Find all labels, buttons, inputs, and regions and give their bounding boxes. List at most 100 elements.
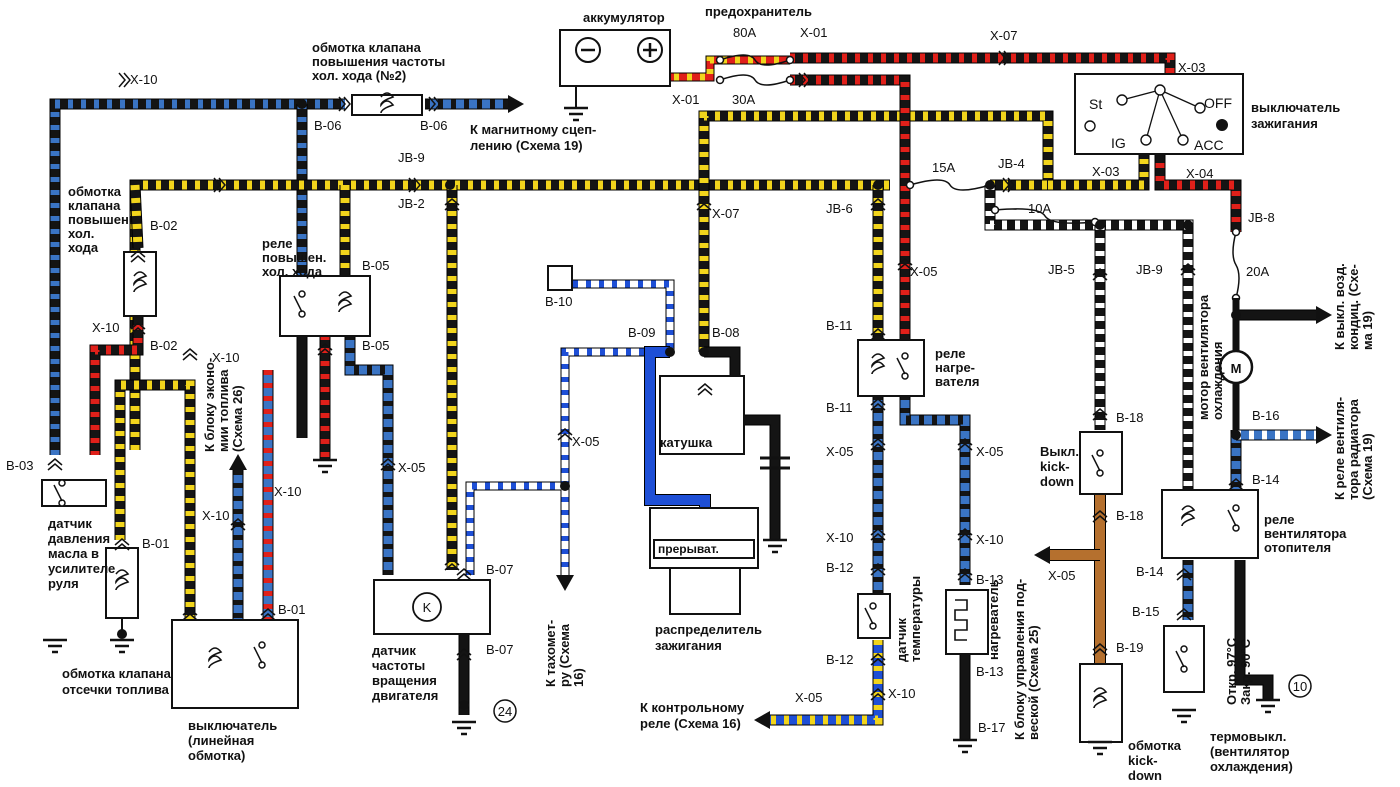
temp-sensor-switch-icon [864, 602, 877, 630]
junction-node [459, 700, 469, 710]
label-idle-relay-line-3: хол. хода [262, 264, 323, 279]
connector-label-b05: B-05 [362, 338, 389, 353]
to-rad-fan-arrow-icon [1316, 426, 1332, 444]
connector-tick-18 [870, 653, 886, 666]
label-fuse: предохранитель [705, 4, 812, 19]
connector-label-b18: B-18 [1116, 410, 1143, 425]
label-heater-fan-relay-line-2: вентилятора [1264, 526, 1347, 541]
wire-b10 [560, 279, 675, 352]
label-idle-relay-line-2: повышен. [262, 250, 326, 265]
fuse-10a-icon [990, 205, 1100, 227]
label-rpm-sensor-line-4: двигателя [372, 688, 438, 703]
connector-label-jb4: JB-4 [998, 156, 1025, 171]
thermo-switch-box [1163, 625, 1205, 693]
b10-box [547, 265, 573, 291]
junction-node [985, 180, 995, 190]
connector-label-x10: X-10 [130, 72, 157, 87]
label-switch-linear-line-2: (линейная [188, 733, 254, 748]
connector-tick-1 [47, 458, 63, 471]
connector-label-x03: X-03 [1178, 60, 1205, 75]
fuel-cut-box [105, 547, 139, 619]
label-fuse-80a: 80A [733, 25, 756, 40]
label-thermo-line-2: (вентилятор [1210, 744, 1290, 759]
oil-sensor-switch-icon [53, 479, 66, 507]
connector-mark-7 [798, 72, 811, 88]
to-ac-arrow-icon [1316, 306, 1332, 324]
label-idle-valve-line-4: хол. [68, 226, 94, 241]
fuel-cut-coil-icon [115, 569, 130, 591]
connector-tick-28 [1180, 263, 1196, 276]
fuse-20a-icon [1231, 227, 1241, 303]
connector-tick-25 [1092, 408, 1108, 421]
thermo-ground-icon [1172, 708, 1196, 724]
idle-valve-coil-icon [133, 271, 148, 293]
connector-label-x05: X-05 [795, 690, 822, 705]
junction-node [665, 347, 675, 357]
heater-relay-coil-icon [871, 353, 886, 375]
coil-ground-icon [763, 538, 787, 554]
connector-label-x10: X-10 [888, 686, 915, 701]
connector-label-b02: B-02 [150, 338, 177, 353]
connector-label-x01: X-01 [800, 25, 827, 40]
connector-tick-10 [696, 198, 712, 211]
connector-label-jb8: JB-8 [1248, 210, 1275, 225]
connector-label-jb9: JB-9 [1136, 262, 1163, 277]
label-heater: нагреватель [986, 579, 1001, 660]
label-kickdown-coil-line-1: обмотка [1128, 738, 1182, 753]
label-rpm-sensor-line-2: частоты [372, 658, 425, 673]
label-oil-sensor-line-4: усилителе [48, 561, 115, 576]
connector-tick-17 [870, 563, 886, 576]
label-fan-motor-line-2: охлаждения [1210, 342, 1225, 420]
connector-label-b09: B-09 [628, 325, 655, 340]
label-to-clutch-line-2: лению (Схема 19) [470, 138, 583, 153]
connector-label-b10: B-10 [545, 294, 572, 309]
label-temp-sensor-line-1: датчик [894, 618, 909, 662]
to-economy-arrow-icon [229, 454, 247, 470]
label-oil-sensor-line-3: масла в [48, 546, 99, 561]
connector-label-b01: B-01 [278, 602, 305, 617]
connector-label-b08: B-08 [712, 325, 739, 340]
label-idle-valve-line-3: повышен. [68, 212, 132, 227]
connector-label-jb5: JB-5 [1048, 262, 1075, 277]
connector-label-x05: X-05 [572, 434, 599, 449]
label-to-tacho-line-1: К тахомет- [543, 620, 558, 687]
label-thermo-line-3: охлаждения) [1210, 759, 1293, 774]
kickdown-switch-box [1079, 431, 1123, 495]
rpm-ground-icon [452, 720, 476, 736]
connector-label-b15: B-15 [1132, 604, 1159, 619]
label-ign-off: OFF [1204, 95, 1232, 111]
battery-plus-icon [637, 37, 663, 63]
connector-label-b02: B-02 [150, 218, 177, 233]
heater-fan-relay-coil-icon [1181, 505, 1196, 527]
connector-tick-11 [697, 383, 713, 396]
label-ign-acc: ACC [1194, 137, 1224, 153]
connector-label-x10: X-10 [202, 508, 229, 523]
connector-label-x10: X-10 [274, 484, 301, 499]
connector-label-b06: B-06 [420, 118, 447, 133]
label-to-ac-line-3: ма 19) [1360, 311, 1375, 350]
connector-label-x05: X-05 [976, 444, 1003, 459]
label-fuse-15a: 15A [932, 160, 955, 175]
wire-relay-blue [344, 335, 394, 575]
label-kickdown-switch-line-1: Выкл. [1040, 444, 1079, 459]
wire-ig-jb4 [1048, 150, 1150, 191]
connector-tick-22 [957, 528, 973, 541]
ref-10-label: 10 [1293, 679, 1307, 694]
junction-node [1231, 310, 1241, 320]
distributor-base [669, 567, 741, 615]
heater-relay-box [857, 339, 925, 397]
label-fan-motor-line-1: мотор вентилятора [1196, 294, 1211, 420]
label-distributor-line-1: распределитель [655, 622, 762, 637]
x10-ground-icon [43, 638, 67, 654]
thermo-switch-icon [1175, 645, 1188, 673]
connector-tick-30 [1176, 608, 1192, 621]
connector-tick-32 [114, 538, 130, 551]
connector-tick-24 [1092, 268, 1108, 281]
label-rpm-sensor-line-3: вращения [372, 673, 437, 688]
label-to-rad-fan-line-1: К реле вентиля- [1332, 397, 1347, 500]
wire-jb8 [1154, 150, 1242, 232]
connector-tick-15 [870, 438, 886, 451]
connector-tick-12 [870, 198, 886, 211]
junction-node [873, 180, 883, 190]
label-kickdown-coil-line-2: kick- [1128, 753, 1158, 768]
